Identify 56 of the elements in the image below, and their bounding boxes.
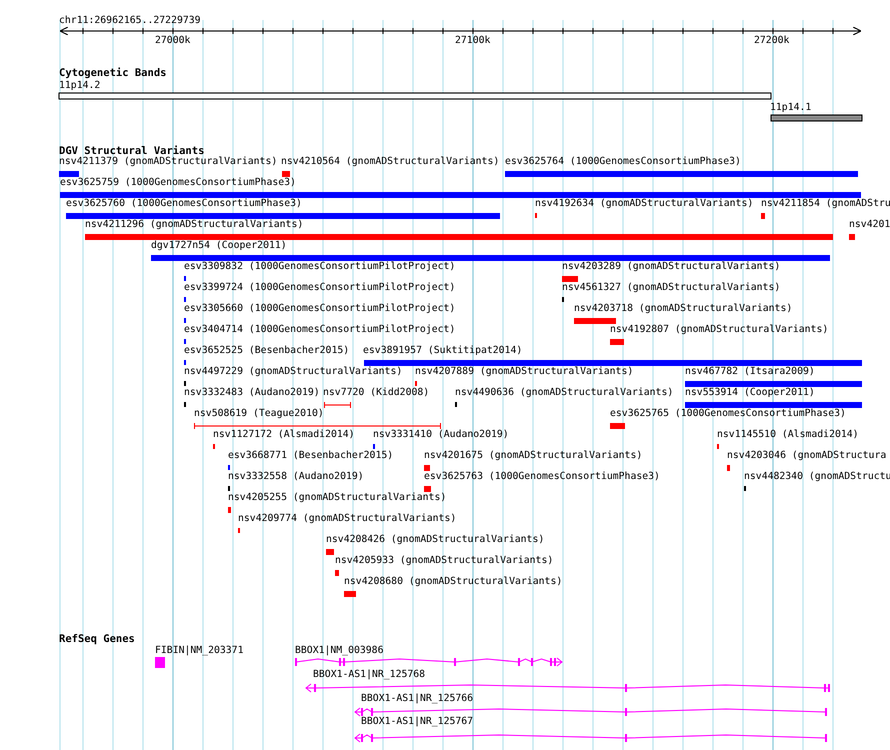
variant-label: esv3305660 (1000GenomesConsortiumPilotProject) — [184, 303, 456, 315]
variant-label: nsv7720 (Kidd2008) — [323, 387, 430, 399]
track-heading: DGV Structural Variants — [59, 145, 204, 157]
variant-label: esv3652525 (Besenbacher2015) — [184, 345, 350, 357]
cytoband-label: 11p14.1 — [770, 102, 812, 114]
track-heading: RefSeq Genes — [59, 633, 135, 645]
scale-label: 27100k — [455, 35, 490, 47]
variant-label: nsv3331410 (Audano2019) — [373, 429, 509, 441]
variant-label: nsv4201675 (gnomADStructuralVariants) — [424, 450, 642, 462]
variant-label: esv3625759 (1000GenomesConsortiumPhase3) — [60, 177, 296, 189]
variant-label: nsv1145510 (Alsmadi2014) — [717, 429, 859, 441]
variant-label: nsv553914 (Cooper2011) — [685, 387, 815, 399]
variant-label: esv3399724 (1000GenomesConsortiumPilotProject) — [184, 282, 456, 294]
variant-label: esv3625760 (1000GenomesConsortiumPhase3) — [66, 198, 302, 210]
scale-label: 27000k — [155, 35, 190, 47]
variant-label: nsv4207889 (gnomADStructuralVariants) — [415, 366, 634, 378]
variant-label: esv3404714 (1000GenomesConsortiumPilotProject) — [184, 324, 456, 336]
variant-label: nsv508619 (Teague2010) — [194, 408, 324, 420]
variant-label: nsv4210564 (gnomADStructuralVariants) — [281, 156, 500, 168]
cytoband-label: 11p14.2 — [59, 80, 100, 92]
gene-label: BBOX1-AS1|NR_125766 — [361, 693, 474, 705]
location-label: chr11:26962165..27229739 — [59, 15, 201, 27]
variant-label: nsv4201 — [849, 219, 890, 231]
variant-label: nsv3332558 (Audano2019) — [228, 471, 364, 483]
variant-label: nsv4203718 (gnomADStructuralVariants) — [574, 303, 792, 315]
track-heading: Cytogenetic Bands — [59, 67, 166, 79]
variant-label: nsv4208426 (gnomADStructuralVariants) — [326, 534, 544, 546]
variant-label: nsv4205255 (gnomADStructuralVariants) — [228, 492, 446, 504]
variant-label: dgv1727n54 (Cooper2011) — [151, 240, 287, 252]
gene-label: BBOX1-AS1|NR_125768 — [313, 669, 426, 681]
variant-label: nsv4490636 (gnomADStructuralVariants) — [455, 387, 674, 399]
gene-label: BBOX1|NM_003986 — [295, 645, 384, 657]
variant-label: esv3625764 (1000GenomesConsortiumPhase3) — [505, 156, 741, 168]
variant-label: esv3625765 (1000GenomesConsortiumPhase3) — [610, 408, 846, 420]
variant-label: esv3625763 (1000GenomesConsortiumPhase3) — [424, 471, 660, 483]
variant-label: nsv3332483 (Audano2019) — [184, 387, 320, 399]
variant-label: esv3668771 (Besenbacher2015) — [228, 450, 394, 462]
variant-label: nsv4211379 (gnomADStructuralVariants) — [59, 156, 278, 168]
variant-label: nsv4203289 (gnomADStructuralVariants) — [562, 261, 780, 273]
variant-label: nsv4209774 (gnomADStructuralVariants) — [238, 513, 456, 525]
variant-label: nsv4211854 (gnomADStru — [761, 198, 890, 210]
variant-label: nsv4205933 (gnomADStructuralVariants) — [335, 555, 554, 567]
variant-label: nsv4192634 (gnomADStructuralVariants) — [535, 198, 754, 210]
variant-label: nsv4497229 (gnomADStructuralVariants) — [184, 366, 402, 378]
variant-label: esv3309832 (1000GenomesConsortiumPilotProject) — [184, 261, 456, 273]
variant-label: esv3891957 (Suktitipat2014) — [363, 345, 522, 357]
variant-label: nsv4192807 (gnomADStructuralVariants) — [610, 324, 828, 336]
variant-label: nsv1127172 (Alsmadi2014) — [213, 429, 355, 441]
scale-label: 27200k — [754, 35, 790, 47]
variant-label: nsv4561327 (gnomADStructuralVariants) — [562, 282, 780, 294]
variant-label: nsv467782 (Itsara2009) — [685, 366, 815, 378]
variant-label: nsv4208680 (gnomADStructuralVariants) — [344, 576, 562, 588]
variant-label: nsv4211296 (gnomADStructuralVariants) — [85, 219, 304, 231]
gene-label: FIBIN|NM_203371 — [155, 645, 244, 657]
variant-label: nsv4203046 (gnomADStructura — [727, 450, 886, 462]
gene-label: BBOX1-AS1|NR_125767 — [361, 716, 474, 728]
